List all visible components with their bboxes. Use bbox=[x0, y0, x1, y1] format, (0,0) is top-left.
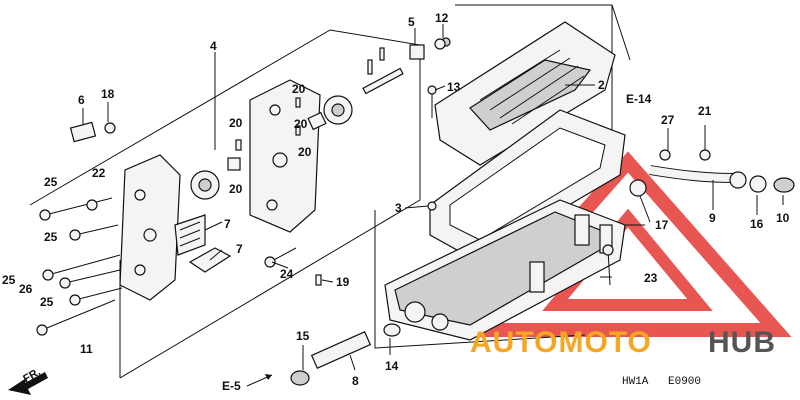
callout-2: 2 bbox=[598, 78, 605, 92]
callout-10: 10 bbox=[776, 211, 790, 225]
callout-26: 26 bbox=[19, 282, 33, 296]
watermark-text: AUTOMOTO HUB bbox=[470, 326, 776, 359]
part-6-sensor bbox=[69, 121, 116, 143]
callout-21: 21 bbox=[698, 104, 712, 118]
part-2-gasket-cover bbox=[434, 21, 616, 166]
pipe-assembly-bottom bbox=[290, 323, 401, 386]
rotor-gears bbox=[190, 95, 353, 200]
callout-24: 24 bbox=[280, 267, 294, 281]
callout-7-b: 7 bbox=[236, 242, 243, 256]
part-3-gasket-frame bbox=[429, 109, 626, 261]
callout-18: 18 bbox=[101, 87, 115, 101]
main-valve-body-housing bbox=[384, 199, 626, 341]
callout-20-e: 20 bbox=[229, 182, 243, 196]
watermark-text-part2: HUB bbox=[708, 326, 776, 359]
callout-22: 22 bbox=[92, 166, 106, 180]
diagram-code-right: E0900 bbox=[668, 376, 701, 388]
callout-13: 13 bbox=[447, 80, 461, 94]
callout-15: 15 bbox=[296, 329, 310, 343]
callout-25-d: 25 bbox=[40, 295, 54, 309]
bolt-24 bbox=[264, 247, 297, 268]
callout-6: 6 bbox=[78, 93, 85, 107]
callout-7-a: 7 bbox=[224, 217, 231, 231]
callout-27: 27 bbox=[661, 113, 675, 127]
callout-9: 9 bbox=[709, 211, 716, 225]
front-direction-arrow bbox=[8, 372, 48, 395]
callout-4: 4 bbox=[210, 39, 217, 53]
callout-20-c: 20 bbox=[229, 116, 243, 130]
callout-23: 23 bbox=[644, 271, 658, 285]
callout-20-d: 20 bbox=[298, 145, 312, 159]
callout-labels: 4 5 12 2 13 6 18 20 20 20 20 20 22 25 25… bbox=[2, 11, 790, 388]
callout-12: 12 bbox=[435, 11, 449, 25]
callout-16: 16 bbox=[750, 217, 764, 231]
leader-lines bbox=[82, 24, 784, 371]
bolts-left bbox=[36, 197, 123, 336]
right-separator-plate bbox=[249, 79, 321, 233]
diagram-code: HW1A E0900 bbox=[622, 376, 701, 388]
diagram-code-left: HW1A bbox=[622, 376, 649, 388]
callout-20-b: 20 bbox=[294, 117, 308, 131]
callout-25-b: 25 bbox=[44, 230, 58, 244]
bolt-23 bbox=[602, 244, 614, 286]
callout-25-c: 25 bbox=[2, 273, 16, 287]
callout-5: 5 bbox=[408, 15, 415, 29]
ref-e14: E-14 bbox=[626, 92, 652, 106]
callout-3: 3 bbox=[395, 201, 402, 215]
callout-17: 17 bbox=[655, 218, 669, 232]
callout-8: 8 bbox=[352, 374, 359, 388]
pipe-assembly-right bbox=[629, 149, 795, 197]
callout-19: 19 bbox=[336, 275, 350, 289]
callout-20-a: 20 bbox=[292, 82, 306, 96]
callout-25-a: 25 bbox=[44, 175, 58, 189]
callout-11: 11 bbox=[80, 342, 93, 356]
left-separator-plate bbox=[119, 154, 181, 301]
watermark-text-part1: AUTOMOTO bbox=[470, 326, 652, 359]
part-7-filters bbox=[174, 214, 232, 273]
callout-14: 14 bbox=[385, 359, 399, 373]
ref-e5: E-5 bbox=[222, 379, 241, 393]
